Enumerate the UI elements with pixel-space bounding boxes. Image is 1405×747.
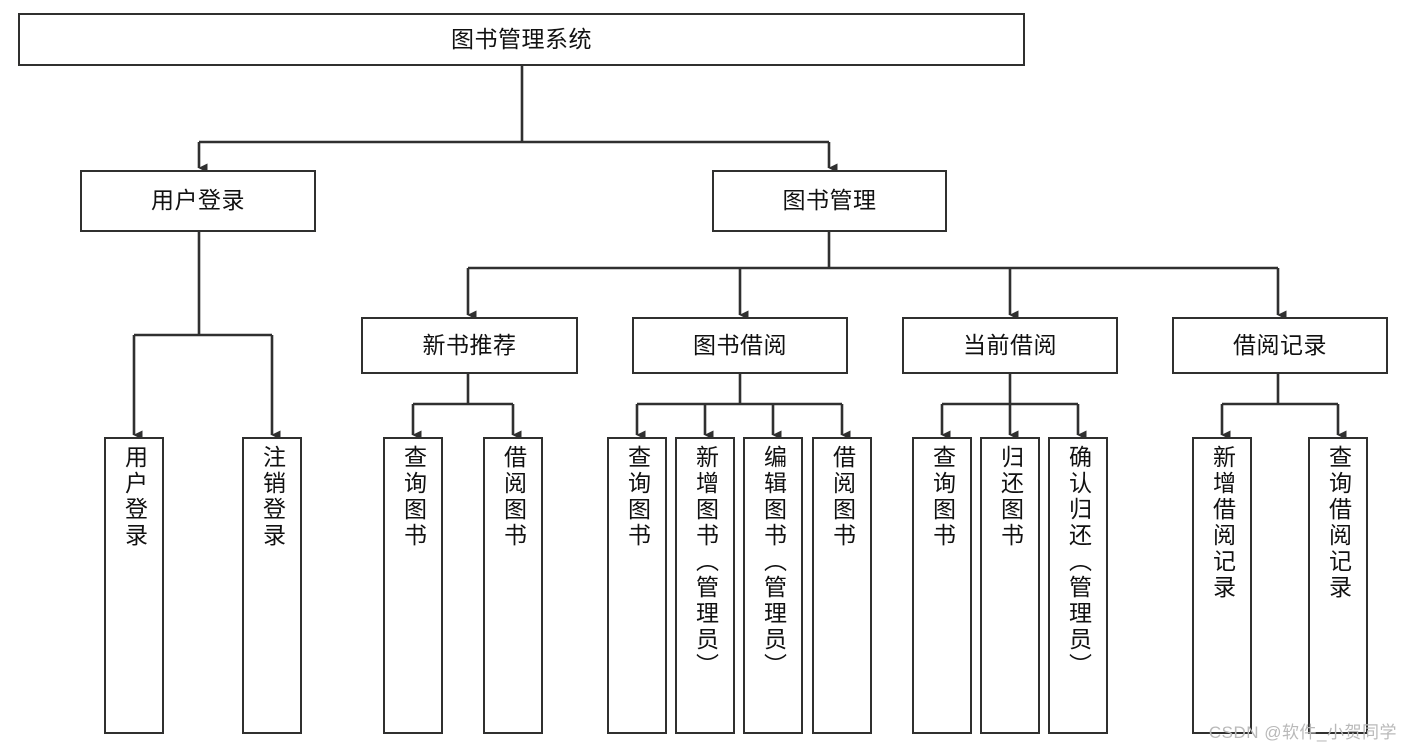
node-label: 归还图书 (997, 445, 1024, 549)
node-label: 用户登录 (151, 187, 245, 214)
node-label: 注销登录 (259, 445, 286, 549)
node-borrow-record[interactable]: 借阅记录 (1172, 317, 1388, 374)
node-leaf-query-book-recommend[interactable]: 查询图书 (383, 437, 443, 734)
node-label: 新书推荐 (422, 331, 517, 358)
node-book-borrow[interactable]: 图书借阅 (632, 317, 848, 374)
node-label: 查询图书 (400, 445, 427, 549)
node-leaf-query-book-current[interactable]: 查询图书 (912, 437, 972, 734)
node-root-book-management-system[interactable]: 图书管理系统 (18, 13, 1025, 66)
node-label: 确认归还（管理员） (1065, 445, 1092, 679)
node-label: 用户登录 (121, 445, 148, 549)
node-leaf-add-book-admin[interactable]: 新增图书（管理员） (675, 437, 735, 734)
node-leaf-user-login[interactable]: 用户登录 (104, 437, 164, 734)
node-leaf-confirm-return-admin[interactable]: 确认归还（管理员） (1048, 437, 1108, 734)
node-label: 编辑图书（管理员） (760, 445, 787, 679)
node-label: 图书借阅 (693, 331, 787, 358)
node-label: 借阅图书 (829, 445, 856, 549)
node-leaf-return-book[interactable]: 归还图书 (980, 437, 1040, 734)
node-book-management[interactable]: 图书管理 (712, 170, 947, 232)
node-label: 借阅记录 (1233, 331, 1327, 358)
node-user-login[interactable]: 用户登录 (80, 170, 316, 232)
node-label: 图书管理 (782, 187, 877, 214)
node-leaf-borrow-book[interactable]: 借阅图书 (812, 437, 872, 734)
node-leaf-add-borrow-record[interactable]: 新增借阅记录 (1192, 437, 1252, 734)
node-label: 图书管理系统 (451, 25, 592, 52)
node-leaf-query-borrow-record[interactable]: 查询借阅记录 (1308, 437, 1368, 734)
node-label: 当前借阅 (963, 331, 1057, 358)
node-label: 新增借阅记录 (1209, 445, 1236, 601)
node-leaf-borrow-book-recommend[interactable]: 借阅图书 (483, 437, 543, 734)
node-leaf-query-book-borrow[interactable]: 查询图书 (607, 437, 667, 734)
node-label: 借阅图书 (500, 445, 527, 549)
node-label: 新增图书（管理员） (692, 445, 719, 679)
node-label: 查询图书 (624, 445, 651, 549)
watermark-text: CSDN @软件_小贺同学 (1208, 723, 1397, 742)
node-leaf-logout-login[interactable]: 注销登录 (242, 437, 302, 734)
node-label: 查询借阅记录 (1325, 445, 1352, 601)
node-label: 查询图书 (929, 445, 956, 549)
node-leaf-edit-book-admin[interactable]: 编辑图书（管理员） (743, 437, 803, 734)
node-new-book-recommend[interactable]: 新书推荐 (361, 317, 578, 374)
node-current-borrow[interactable]: 当前借阅 (902, 317, 1118, 374)
